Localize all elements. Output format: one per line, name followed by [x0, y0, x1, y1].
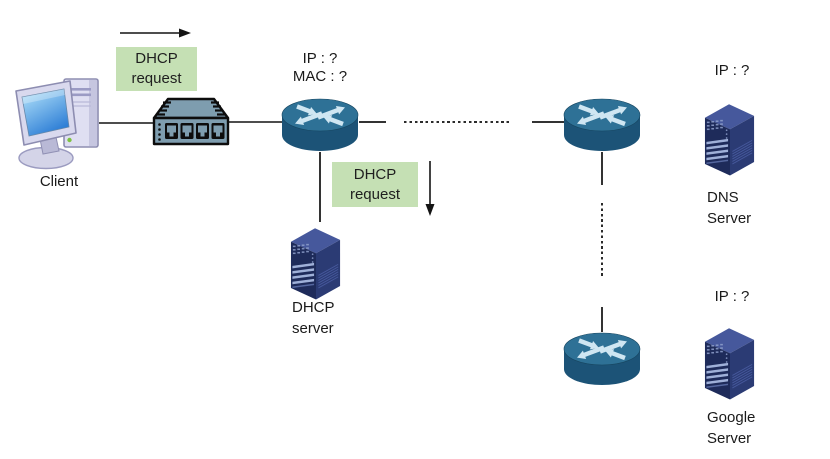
dhcp-request-badge-top: DHCP request — [116, 47, 197, 91]
flow-arrow-down-icon — [425, 161, 435, 216]
router-transit-node — [562, 96, 642, 154]
ip-annotation: IP : ? — [302, 50, 338, 67]
router-icon — [562, 96, 642, 154]
dns-server-label: DNS Server — [707, 187, 751, 229]
label-line2: server — [292, 320, 334, 337]
label-line2: Server — [707, 430, 752, 447]
dhcp-server-node — [290, 221, 342, 301]
router-access-ip-mac-annotation: IP : ? MAC : ? — [274, 50, 366, 86]
badge-text-line2: request — [349, 185, 401, 203]
link-router-access-stub — [359, 121, 386, 123]
badge-text-line1: DHCP — [135, 50, 178, 67]
label-line1: Google — [707, 409, 756, 426]
link-router-remote-stub — [601, 307, 603, 332]
router-icon — [562, 330, 642, 388]
mac-annotation: MAC : ? — [292, 68, 348, 85]
flow-arrow-right-icon — [120, 28, 191, 38]
label-line1: DHCP — [292, 299, 335, 316]
link-router-transit-down-stub — [601, 152, 603, 185]
router-remote-node — [562, 330, 642, 388]
link-wan-dashed-vertical — [601, 203, 603, 277]
dns-server-node — [704, 97, 756, 177]
switch-node — [150, 96, 232, 150]
client-label: Client — [39, 173, 79, 190]
server-icon — [704, 97, 756, 177]
dns-server-ip-annotation: IP : ? — [714, 62, 750, 79]
link-wan-dashed-horizontal — [404, 121, 512, 123]
router-access-node — [280, 96, 360, 154]
link-switch-router — [228, 121, 283, 123]
dhcp-server-label: DHCP server — [292, 297, 335, 339]
label-line2: Server — [707, 210, 752, 227]
server-icon — [704, 321, 756, 401]
server-icon — [290, 221, 342, 301]
badge-text-line2: request — [131, 70, 182, 87]
google-server-label: Google Server — [707, 407, 755, 449]
dhcp-request-badge-mid: DHCP request — [332, 162, 418, 207]
client-node — [14, 71, 102, 173]
router-icon — [280, 96, 360, 154]
link-router-dhcp-server — [319, 152, 321, 222]
link-router-transit-stub — [532, 121, 565, 123]
badge-text-line1: DHCP — [353, 165, 397, 183]
ethernet-switch-icon — [150, 96, 232, 150]
desktop-computer-icon — [14, 71, 102, 173]
label-line1: DNS — [707, 189, 739, 206]
google-server-node — [704, 321, 756, 401]
google-server-ip-annotation: IP : ? — [714, 288, 750, 305]
link-client-switch — [99, 122, 154, 124]
